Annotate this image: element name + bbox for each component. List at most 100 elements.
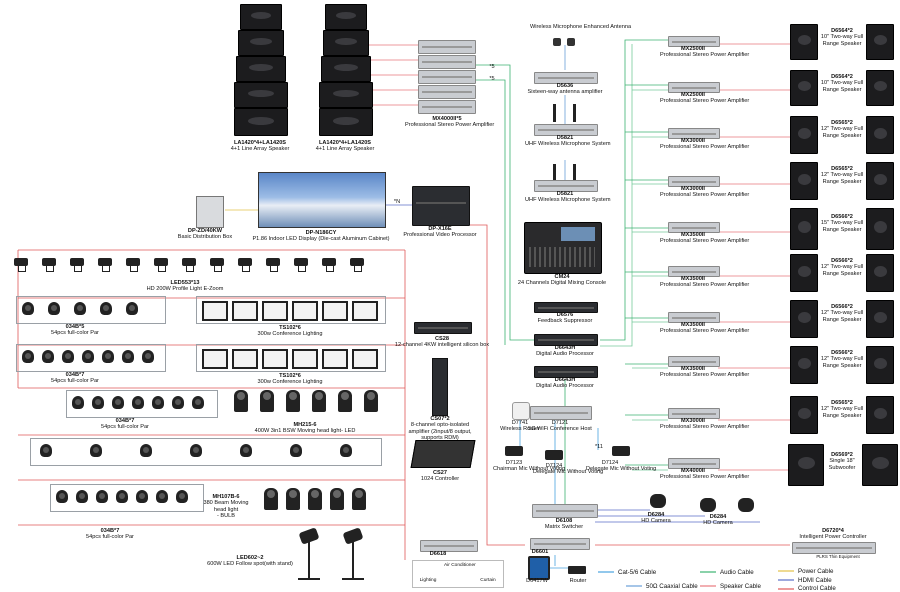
speaker-right-1b — [866, 24, 894, 60]
control-cable-lighting — [18, 249, 406, 560]
amp-right-4 — [668, 176, 720, 187]
speaker-right-9a — [790, 396, 818, 434]
follow-spot-icon-2 — [340, 527, 366, 584]
audio-cable-dsp-amps-2 — [600, 44, 668, 471]
count-label-n: *N — [393, 199, 401, 205]
amp-right-1 — [668, 36, 720, 47]
line-array-speaker-2 — [315, 4, 375, 136]
antenna-icon — [553, 38, 577, 48]
mh215-row — [232, 388, 382, 416]
speaker-right-5b — [866, 208, 894, 250]
ts102-a-frame — [196, 296, 386, 324]
delegate-mic-icon-2 — [612, 446, 630, 456]
router-icon — [568, 566, 586, 574]
led553-light-row — [14, 254, 384, 274]
video-processor-unit — [412, 186, 470, 226]
d6601-unit — [530, 538, 590, 550]
control-cable-video — [470, 224, 525, 546]
speaker-right-6b — [866, 254, 894, 292]
legend-hdmi: HDMI Cable — [798, 577, 832, 584]
led-display-icon — [258, 172, 386, 228]
audio-cable-dsp-amps — [600, 39, 668, 466]
lighting-label: Lighting — [419, 578, 437, 583]
wireless-router-icon — [512, 402, 530, 420]
ts102-row-b — [200, 348, 380, 369]
amp-right-7 — [668, 312, 720, 323]
subwoofer-right-a — [788, 444, 824, 486]
audio-cable-amp-stack-2 — [476, 79, 506, 345]
cat-cable-conference — [519, 418, 599, 505]
hd-camera-icon-3 — [738, 498, 754, 512]
router-label: Router — [569, 578, 587, 584]
d6601-label: D6601 — [531, 549, 549, 555]
d5636-unit — [534, 72, 598, 84]
d6643h-unit-1 — [534, 334, 598, 346]
speaker-right-2a — [790, 70, 818, 106]
speaker-right-9b — [866, 396, 894, 434]
amp-right-2 — [668, 82, 720, 93]
d6417w-label: D6417W — [526, 578, 548, 584]
hd-camera-icon-1 — [650, 494, 666, 508]
follow-spot-icon-1 — [296, 527, 322, 584]
cs27-controller-icon — [410, 440, 476, 468]
cs07-unit — [432, 358, 448, 416]
speaker-cable-line-array — [365, 44, 418, 106]
audio-cable-amp-stack — [476, 64, 540, 341]
amp-right-3 — [668, 128, 720, 139]
speaker-right-5a — [790, 208, 818, 250]
cs28-unit — [414, 322, 472, 334]
amp-right-10 — [668, 458, 720, 469]
d6618-outputs-frame — [412, 560, 504, 588]
d6643h-unit-2 — [534, 366, 598, 378]
mixing-console-icon — [524, 222, 602, 274]
d5821-unit-1 — [534, 124, 598, 136]
air-cond-label: Air Conditioner — [444, 563, 476, 568]
speaker-right-2b — [866, 70, 894, 106]
legend-coax: 50Ω Caaxial Cable — [646, 583, 698, 590]
par-row-d — [38, 442, 374, 460]
speaker-right-6a — [790, 254, 818, 292]
mh107-row — [262, 484, 382, 514]
d7121-unit — [530, 406, 592, 420]
legend-speaker: Speaker Cable — [720, 583, 761, 590]
legend-control: Control Cable — [798, 585, 836, 592]
speaker-right-1a — [790, 24, 818, 60]
line-array-speaker-1 — [230, 4, 290, 136]
d6720-tag: PLRS Thin Equipment — [816, 554, 860, 559]
amp-right-6 — [668, 266, 720, 277]
speaker-cable-right — [718, 43, 790, 471]
hd-camera-icon-2 — [700, 498, 716, 512]
d6618-label: D6618 — [429, 551, 447, 557]
